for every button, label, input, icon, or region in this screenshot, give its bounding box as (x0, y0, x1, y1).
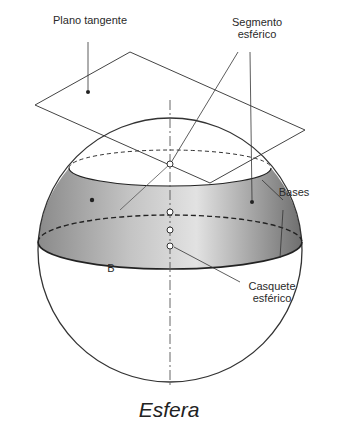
segment-label: Segmento esférico (212, 16, 302, 40)
bases-label: Bases (268, 186, 320, 198)
leader-dot (250, 200, 254, 204)
point-label: B (104, 262, 118, 274)
axis-point (167, 227, 173, 233)
leader-line (172, 52, 238, 161)
surface-dot (90, 198, 94, 202)
plane-label: Plano tangente (50, 14, 130, 26)
caption: Esfera (0, 398, 338, 422)
axis-point (167, 243, 173, 249)
leader-line (280, 210, 283, 258)
axis-point (167, 161, 173, 167)
leader-line (174, 247, 240, 282)
leader-line (88, 42, 89, 90)
lower-base-back (38, 215, 302, 242)
leader-line (250, 52, 252, 200)
leader-dot (86, 90, 90, 94)
radius-line (120, 164, 170, 210)
cap-label: Casquete esférico (232, 280, 312, 304)
axis-point (167, 209, 173, 215)
